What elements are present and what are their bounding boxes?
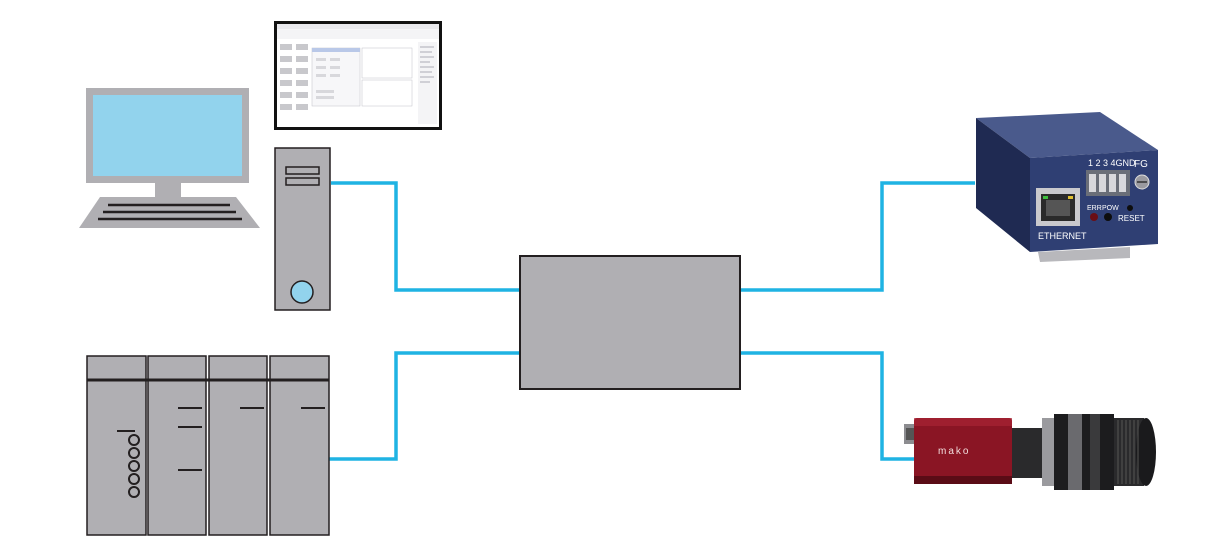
- cables: [329, 181, 975, 461]
- keyboard-keys: [98, 203, 242, 221]
- tower-pc: [274, 147, 331, 311]
- tower-drive-bay-1: [285, 166, 320, 175]
- io-reset-label: RESET: [1118, 214, 1145, 223]
- io-ethernet-label: ETHERNET: [1038, 231, 1087, 241]
- err-led: [1090, 213, 1098, 221]
- machine-vision-camera: mako: [904, 414, 1156, 490]
- io-module-base: [1038, 247, 1130, 262]
- cable-switch-to-camera: [740, 351, 915, 461]
- tower-power-button: [290, 280, 314, 304]
- central-switch: [519, 255, 741, 390]
- cable-switch-to-io-module: [740, 181, 975, 292]
- camera-body: [914, 418, 1012, 484]
- io-err-label: ERR: [1087, 205, 1102, 212]
- io-fg-label: FG: [1134, 159, 1148, 170]
- io-pin-label: 1 2 3 4GND: [1088, 158, 1136, 168]
- monitor-stand: [155, 183, 181, 197]
- plc-rack: [86, 355, 330, 536]
- software-window-thumbnail: [274, 21, 442, 130]
- ethernet-io-module: 1 2 3 4GND FG ERR POW RESET ETHERNET: [976, 112, 1158, 262]
- io-module-top: [976, 112, 1158, 158]
- cable-plc-to-switch: [329, 351, 520, 461]
- reset-button: [1127, 205, 1133, 211]
- pc-monitor-keyboard: [79, 88, 260, 228]
- cable-tower-pc-to-switch: [331, 181, 520, 292]
- pow-led: [1104, 213, 1112, 221]
- camera-lens: [1054, 414, 1114, 490]
- camera-brand-label: mako: [938, 446, 970, 457]
- monitor-screen: [93, 95, 242, 176]
- io-module-side: [976, 118, 1030, 252]
- io-pow-label: POW: [1102, 205, 1119, 212]
- plc-status-leds: [128, 434, 140, 498]
- tower-drive-bay-2: [285, 177, 320, 186]
- camera-lens-mount: [1012, 428, 1042, 478]
